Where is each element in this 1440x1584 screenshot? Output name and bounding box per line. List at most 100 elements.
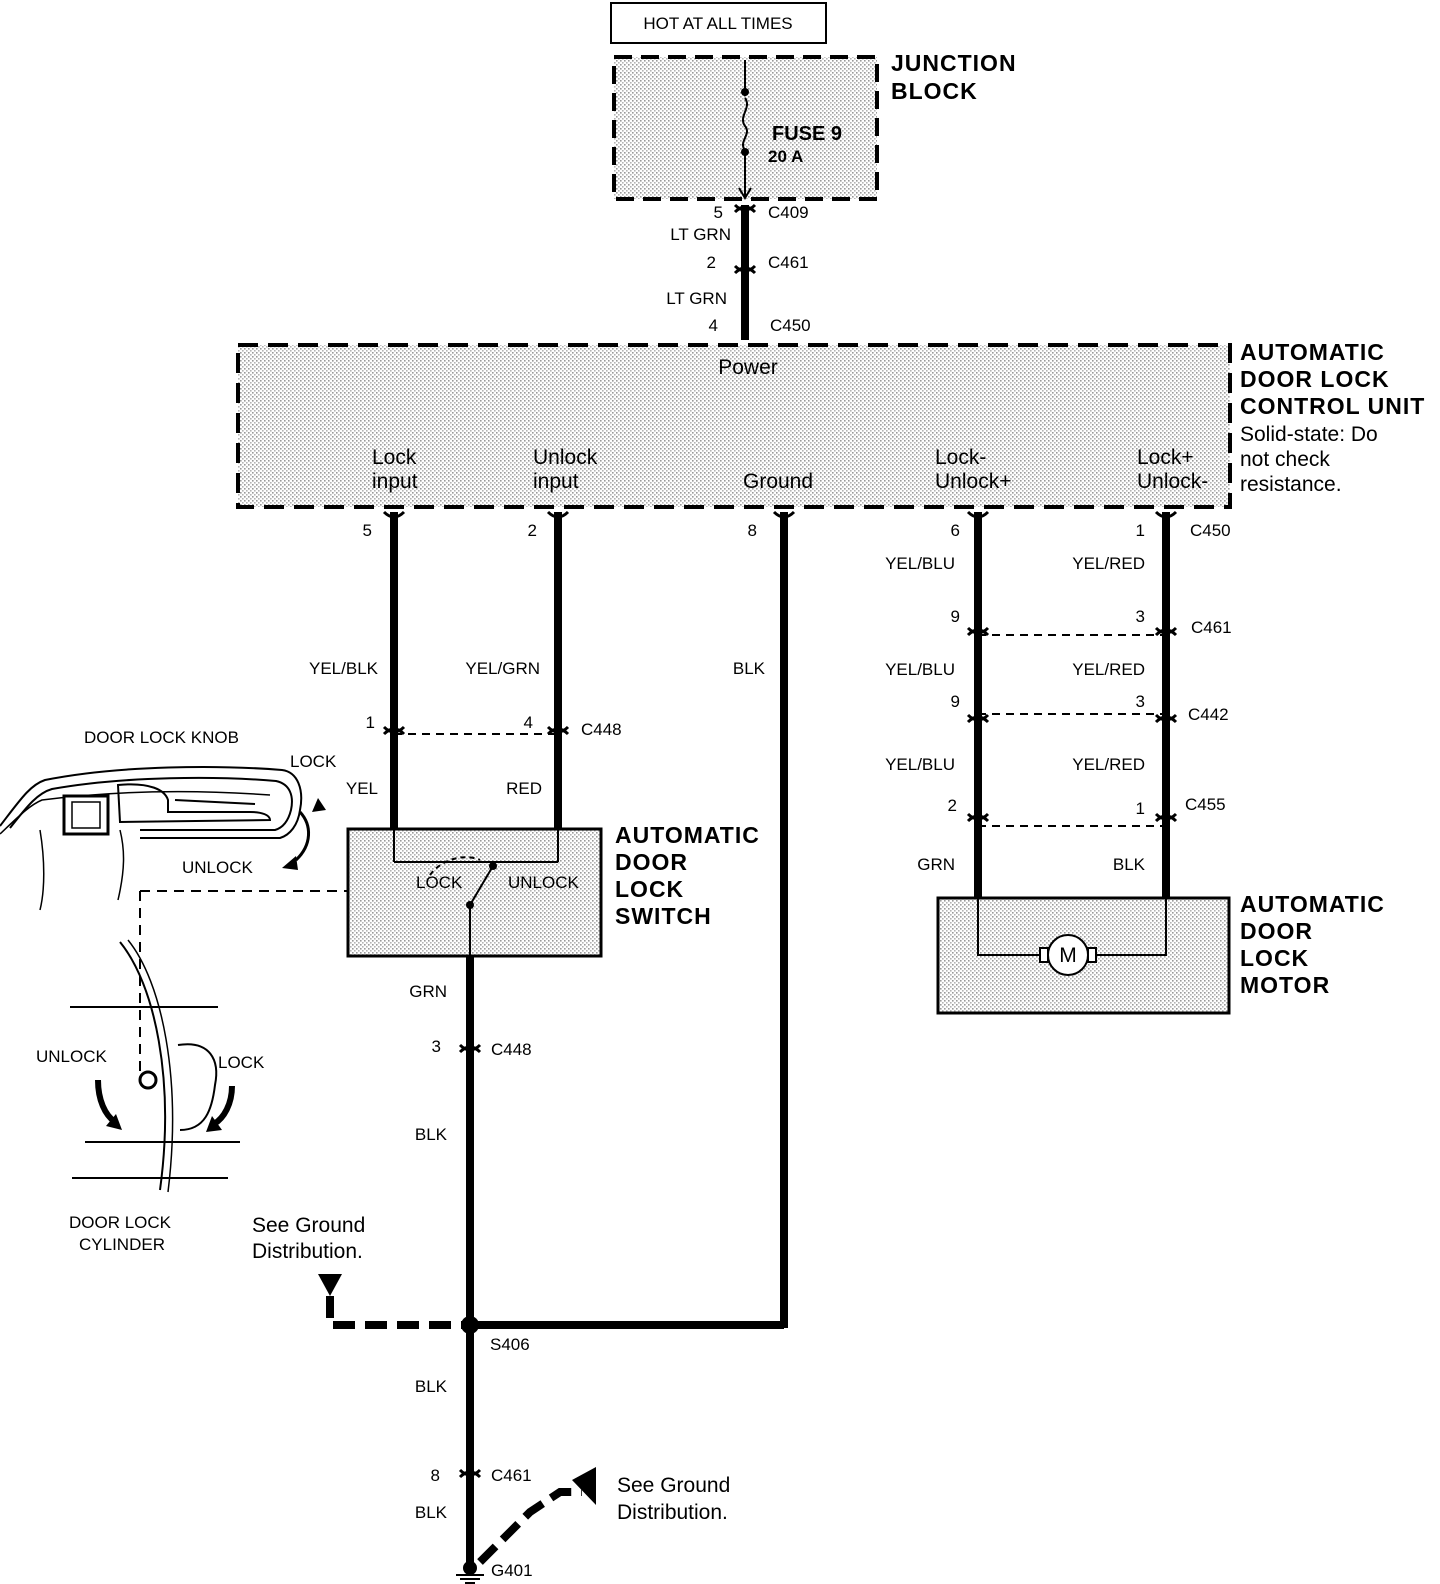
motor-symbol: M	[1059, 944, 1077, 967]
cylinder-lock-arrow-icon	[212, 1085, 235, 1127]
lock-plus-label-2: Unlock-	[1137, 470, 1208, 493]
switch-ground-wire: GRN 3 C448 BLK	[409, 956, 532, 1328]
fuse-rating: 20 A	[768, 147, 803, 166]
door-lock-cylinder-illustration: UNLOCK LOCK DOOR LOCK CYLINDER	[36, 939, 265, 1254]
wire-color-yel-blu-2: YEL/BLU	[885, 660, 955, 679]
c448-label-top: C448	[581, 720, 622, 739]
fuse-name: FUSE 9	[772, 123, 842, 145]
c450-pin-unlock-input: 2	[528, 521, 537, 540]
junction-block: JUNCTION BLOCK FUSE 9 20 A	[612, 50, 1017, 201]
c461-pin-8: 8	[431, 1466, 440, 1485]
motor-title-1: AUTOMATIC	[1240, 891, 1385, 917]
c409-label: C409	[768, 203, 809, 222]
unlock-input-label-1: Unlock	[533, 446, 598, 469]
control-unit-ground-wire: BLK	[733, 510, 796, 1328]
knob-title: DOOR LOCK KNOB	[84, 728, 239, 747]
ground-ref-1-line1: See Ground	[252, 1214, 365, 1237]
ground-bus: S406 See Ground Distribution.	[252, 1214, 784, 1354]
c442-pin-3: 3	[1136, 692, 1145, 711]
wire-color-yel: YEL	[346, 779, 378, 798]
lock-minus-label-1: Lock-	[935, 446, 986, 469]
control-unit-title-1: AUTOMATIC	[1240, 339, 1385, 365]
c455-pin-2: 2	[948, 796, 957, 815]
cylinder-unlock-arrow-icon	[95, 1079, 117, 1125]
wire-color-red: RED	[506, 779, 542, 798]
motor-title-4: MOTOR	[1240, 972, 1330, 998]
unlock-input-label-2: input	[533, 470, 579, 493]
ground-symbol-icon	[456, 1574, 484, 1584]
control-unit-note-2: not check	[1240, 448, 1330, 471]
ground-point-label: G401	[491, 1561, 533, 1580]
ground-ref-arrow-icon	[318, 1274, 342, 1296]
lock-plus-wire: YEL/RED 3 YEL/RED 3 YEL/RED 1 BLK C461 C…	[1072, 510, 1232, 900]
fuse-icon	[742, 97, 748, 151]
control-unit-title-2: DOOR LOCK	[1240, 366, 1390, 392]
c448-pin-1: 1	[366, 713, 375, 732]
c450-label-power: C450	[770, 316, 811, 335]
ground-terminal-label: Ground	[743, 470, 813, 493]
lock-plus-label-1: Lock+	[1137, 446, 1194, 469]
cylinder-keyhole-icon	[138, 1070, 158, 1090]
wire-color-yel-red-2: YEL/RED	[1072, 660, 1145, 679]
power-terminal: Power	[718, 356, 778, 379]
junction-block-title-1: JUNCTION	[891, 50, 1017, 76]
lock-minus-label-2: Unlock+	[935, 470, 1011, 493]
hot-at-all-times-box: HOT AT ALL TIMES	[610, 2, 827, 44]
wire-color-yel-grn: YEL/GRN	[465, 659, 540, 678]
wire-color-blk-ground: BLK	[733, 659, 766, 678]
wire-color-ltgrn-2: LT GRN	[666, 289, 727, 308]
lock-input-wire: YEL/BLK 1 YEL	[309, 510, 406, 830]
junction-block-title-2: BLOCK	[891, 78, 978, 104]
c461-pin-upper: 2	[707, 253, 716, 272]
c409-pin: 5	[714, 203, 723, 222]
motor-icon	[1047, 934, 1089, 976]
lock-input-label-2: input	[372, 470, 418, 493]
wire-color-blk-s406: BLK	[415, 1377, 448, 1396]
switch-title-3: LOCK	[615, 876, 684, 902]
c450-pin-ground: 8	[748, 521, 757, 540]
wire-color-yel-red-1: YEL/RED	[1072, 554, 1145, 573]
c448-pin-3: 3	[432, 1037, 441, 1056]
cylinder-unlock: UNLOCK	[36, 1047, 108, 1066]
ground-wire-g401: BLK 8 C461 BLK G401 See Ground Distribut…	[415, 1325, 730, 1584]
ground-ref-1-line2: Distribution.	[252, 1240, 363, 1263]
splice-label: S406	[490, 1335, 530, 1354]
wire-color-grn-switch: GRN	[409, 982, 447, 1001]
switch-title-4: SWITCH	[615, 903, 712, 929]
c442-label: C442	[1188, 705, 1229, 724]
switch-unlock-position: UNLOCK	[508, 873, 580, 892]
c450-pin-power: 4	[709, 316, 718, 335]
c450-pin-lock-input: 5	[363, 521, 372, 540]
wire-color-yel-blu-1: YEL/BLU	[885, 554, 955, 573]
ground-ref-2-line1: See Ground	[617, 1474, 730, 1497]
door-lock-knob-illustration: DOOR LOCK KNOB LOCK UNLOCK	[0, 728, 348, 1075]
c450-pin-lock-minus: 6	[951, 521, 960, 540]
wire-color-yel-blu-3: YEL/BLU	[885, 755, 955, 774]
door-lock-switch: LOCK UNLOCK AUTOMATIC DOOR LOCK SWITCH	[346, 822, 760, 958]
c442-pin-9: 9	[951, 692, 960, 711]
c448-label-bottom: C448	[491, 1040, 532, 1059]
power-feed-wire: 5 C409 LT GRN 2 C461 LT GRN 4 C450	[666, 203, 811, 340]
wire-color-yel-blk: YEL/BLK	[309, 659, 379, 678]
ground-ref-arrow-2-icon	[572, 1467, 596, 1505]
c461-pin-9: 9	[951, 607, 960, 626]
c461-pin-3: 3	[1136, 607, 1145, 626]
wire-color-blk-motor: BLK	[1113, 855, 1146, 874]
wire-color-blk-g401: BLK	[415, 1503, 448, 1522]
motor-title-3: LOCK	[1240, 945, 1309, 971]
cylinder-lock: LOCK	[218, 1053, 265, 1072]
switch-title-1: AUTOMATIC	[615, 822, 760, 848]
cylinder-title-2: CYLINDER	[79, 1235, 165, 1254]
c450-label-bottom: C450	[1190, 521, 1231, 540]
wire-color-ltgrn-1: LT GRN	[670, 225, 731, 244]
unlock-input-wire: YEL/GRN 4 RED C448	[394, 510, 622, 830]
ground-ref-2-line2: Distribution.	[617, 1501, 728, 1524]
knob-lock: LOCK	[290, 752, 337, 771]
c461-label-right: C461	[1191, 618, 1232, 637]
control-unit-note-1: Solid-state: Do	[1240, 423, 1378, 446]
wire-color-blk-switch: BLK	[415, 1125, 448, 1144]
wire-color-yel-red-3: YEL/RED	[1072, 755, 1145, 774]
door-lock-motor: M AUTOMATIC DOOR LOCK MOTOR	[936, 891, 1385, 1015]
motor-title-2: DOOR	[1240, 918, 1313, 944]
